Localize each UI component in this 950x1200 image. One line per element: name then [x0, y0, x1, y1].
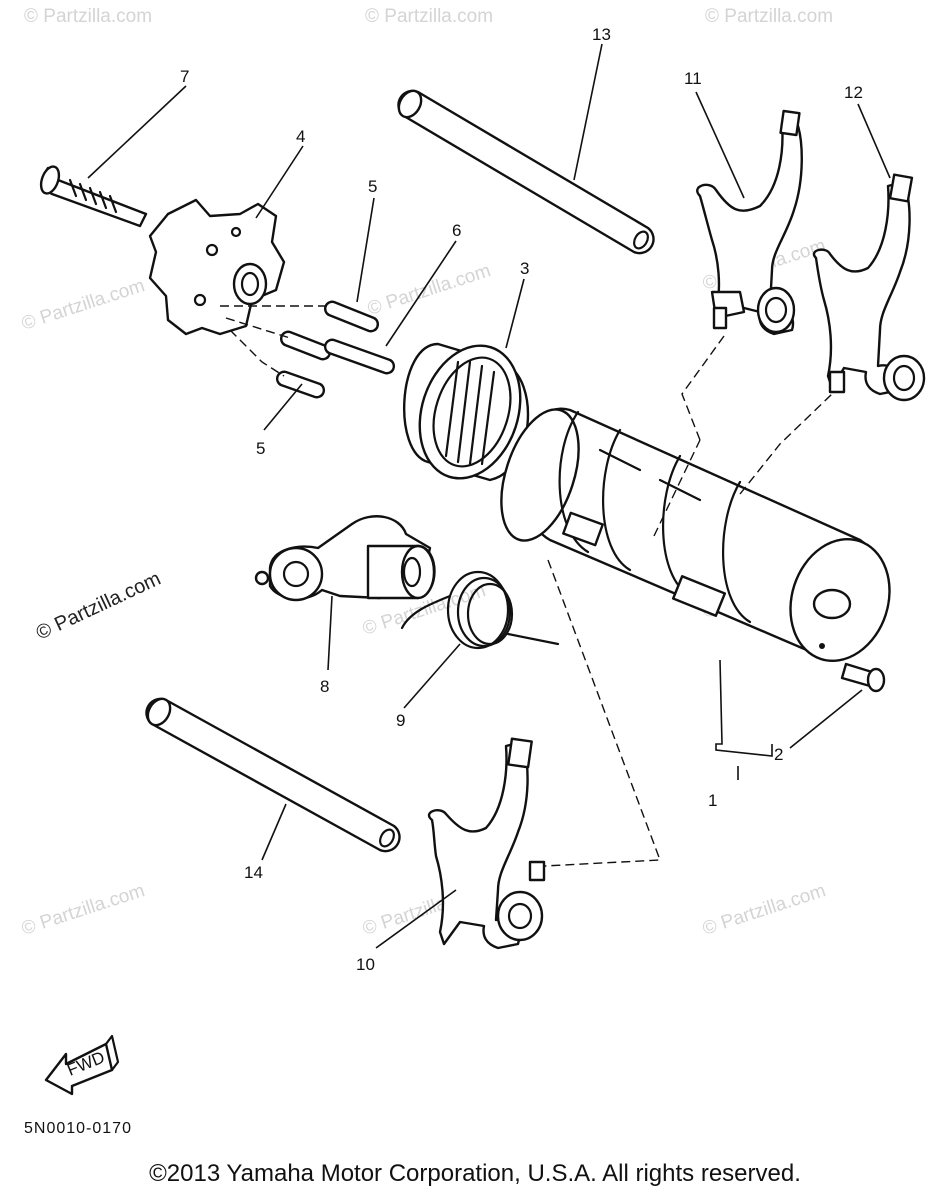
watermark: © Partzilla.com — [705, 6, 833, 27]
callout-5-lower: 5 — [256, 439, 265, 458]
copyright-notice: ©2013 Yamaha Motor Corporation, U.S.A. A… — [149, 1160, 801, 1187]
bearing-3 — [403, 342, 530, 482]
callout-7: 7 — [180, 67, 189, 86]
callout-3: 3 — [520, 259, 529, 278]
pin-5-upper — [279, 300, 380, 361]
shift-fork-12 — [812, 173, 926, 402]
watermark: © Partzilla.com — [700, 880, 828, 940]
shift-fork-10 — [427, 737, 546, 950]
callout-8: 8 — [320, 677, 329, 696]
callout-1: 1 — [708, 791, 717, 810]
watermark: © Partzilla.com — [365, 6, 493, 27]
spring-9 — [400, 570, 560, 650]
callout-2: 2 — [774, 745, 783, 764]
watermark-side: © Partzilla.com — [33, 568, 164, 645]
assembly-guide — [220, 305, 330, 377]
watermark: © Partzilla.com — [365, 260, 493, 320]
shift-fork-11 — [696, 109, 803, 336]
watermark: © Partzilla.com — [24, 6, 152, 27]
callout-11: 11 — [684, 69, 702, 88]
callout-10: 10 — [356, 955, 375, 974]
callout-4: 4 — [296, 127, 305, 146]
callouts: 1 2 3 4 5 5 6 7 8 9 10 11 12 13 14 — [180, 25, 863, 974]
callout-9: 9 — [396, 711, 405, 730]
callout-6: 6 — [452, 221, 461, 240]
watermark: © Partzilla.com — [19, 275, 147, 335]
callout-5-upper: 5 — [368, 177, 377, 196]
fwd-arrow-icon: FWD — [44, 1034, 120, 1096]
segment-4 — [148, 198, 286, 336]
leader-lines — [87, 43, 891, 949]
pin-5-lower — [275, 370, 326, 399]
pin-6 — [323, 338, 396, 375]
shift-rod-14 — [145, 697, 401, 853]
shift-drum-1 — [500, 407, 891, 663]
stopper-lever-8 — [254, 515, 436, 602]
callout-14: 14 — [244, 863, 263, 882]
callout-13: 13 — [592, 25, 611, 44]
shift-rod-13 — [397, 89, 655, 255]
watermark: © Partzilla.com — [19, 880, 147, 940]
screw-2 — [840, 662, 886, 693]
bolt-7 — [39, 165, 148, 228]
document-code: 5N0010-0170 — [24, 1120, 132, 1137]
callout-12: 12 — [844, 83, 863, 102]
